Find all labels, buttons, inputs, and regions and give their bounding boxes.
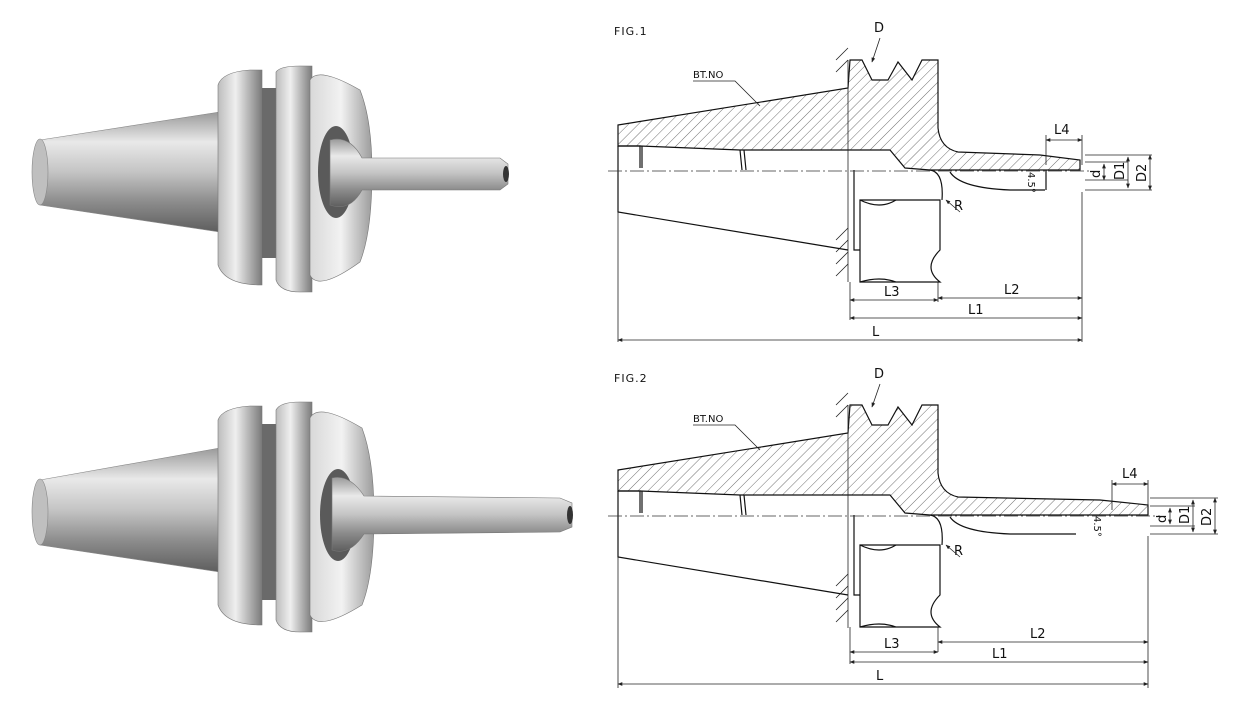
- tool-holder-photo-2: [31, 401, 573, 633]
- fig2-upper-section: [617, 404, 1149, 516]
- fig1-label-small-d: d: [1089, 170, 1104, 178]
- tool-holder-photo-1: [31, 65, 509, 293]
- fig1-label-L1: L1: [968, 303, 984, 318]
- figure-1: FIG.1 D BT.NO L4 d D1 D2 4.5°: [608, 21, 1152, 342]
- fig1-label-L: L: [872, 325, 880, 340]
- fig1-label-L3: L3: [884, 285, 900, 300]
- fig2-label-angle: 4.5°: [1091, 516, 1102, 537]
- fig2-label-D1: D1: [1178, 506, 1193, 524]
- fig2-label-L2: L2: [1030, 627, 1046, 642]
- fig1-label-L4: L4: [1054, 123, 1070, 138]
- fig1-label-D2: D2: [1135, 164, 1150, 182]
- fig2-label-L3: L3: [884, 637, 900, 652]
- figure-2-title: FIG.2: [614, 372, 648, 385]
- figure-2: FIG.2 D BT.NO L4 d D1 D2 4.5° R: [608, 367, 1218, 688]
- fig2-label-small-d: d: [1155, 515, 1170, 523]
- fig2-label-D: D: [874, 367, 884, 382]
- fig1-label-L2: L2: [1004, 283, 1020, 298]
- fig1-label-D: D: [874, 21, 884, 36]
- fig1-label-angle: 4.5°: [1025, 172, 1036, 193]
- fig1-label-bt: BT.NO: [693, 70, 723, 81]
- fig1-label-R: R: [954, 199, 963, 214]
- fig2-label-bt: BT.NO: [693, 414, 723, 425]
- figure-1-title: FIG.1: [614, 25, 648, 38]
- fig2-label-L: L: [876, 669, 884, 684]
- fig2-label-L4: L4: [1122, 467, 1138, 482]
- fig2-label-L1: L1: [992, 647, 1008, 662]
- fig2-label-D2: D2: [1200, 508, 1215, 526]
- fig1-label-D1: D1: [1113, 162, 1128, 180]
- fig2-label-R: R: [954, 544, 963, 559]
- fig1-upper-section: [617, 59, 1081, 171]
